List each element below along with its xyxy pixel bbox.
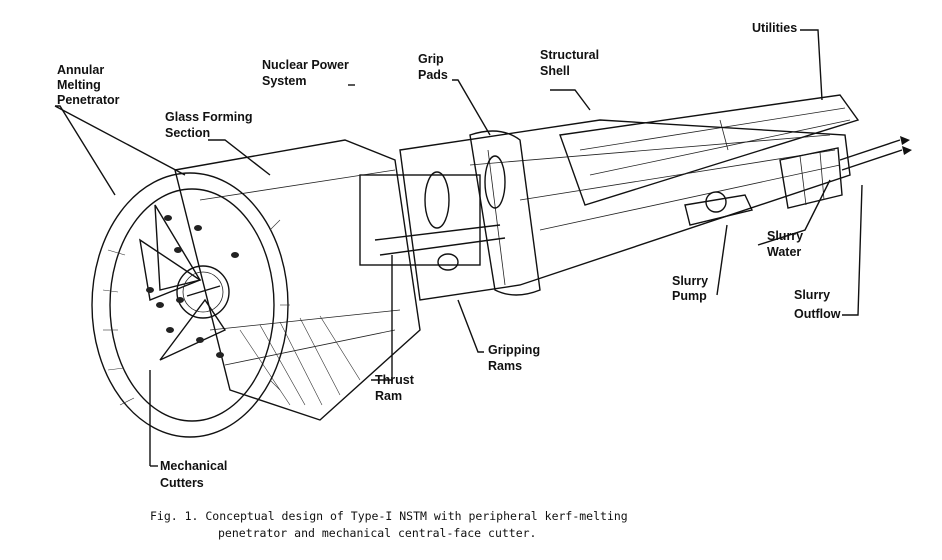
label-slurry-water: Slurry — [767, 229, 803, 243]
leader-lines — [54, 29, 863, 467]
label-glass-line2: Section — [165, 126, 210, 140]
label-annular-melting-penetrator: Annular — [57, 63, 104, 77]
label-nuclear-line2: System — [262, 74, 306, 88]
label-utilities: Utilities — [752, 21, 797, 35]
caption-line-1: Fig. 1. Conceptual design of Type-I NSTM… — [150, 509, 628, 523]
machine-drawing — [91, 94, 912, 438]
label-mechanical-cutters: Mechanical — [160, 459, 227, 473]
label-cutters-line2: Cutters — [160, 476, 204, 490]
label-annular-line3: Penetrator — [57, 93, 120, 107]
caption-line-2: penetrator and mechanical central-face c… — [218, 526, 537, 540]
label-gripping-rams: Gripping — [488, 343, 540, 357]
label-outflow-line2: Outflow — [794, 307, 841, 321]
label-grip-line2: Pads — [418, 68, 448, 82]
label-rams-line2: Rams — [488, 359, 522, 373]
diagram-labels: Annular Melting Penetrator Glass Forming… — [57, 21, 841, 490]
label-slurry-pump: Slurry — [672, 274, 708, 288]
label-water-line2: Water — [767, 245, 801, 259]
label-annular-line2: Melting — [57, 78, 101, 92]
label-grip-pads: Grip — [418, 52, 444, 66]
figure-caption: Fig. 1. Conceptual design of Type-I NSTM… — [150, 509, 628, 540]
label-glass-forming-section: Glass Forming — [165, 110, 253, 124]
label-nuclear-power-system: Nuclear Power — [262, 58, 349, 72]
label-pump-line2: Pump — [672, 289, 707, 303]
label-structural-shell: Structural — [540, 48, 599, 62]
label-shell-line2: Shell — [540, 64, 570, 78]
label-slurry-outflow: Slurry — [794, 288, 830, 302]
label-thrust-ram: Thrust — [375, 373, 415, 387]
label-thrust-line2: Ram — [375, 389, 402, 403]
